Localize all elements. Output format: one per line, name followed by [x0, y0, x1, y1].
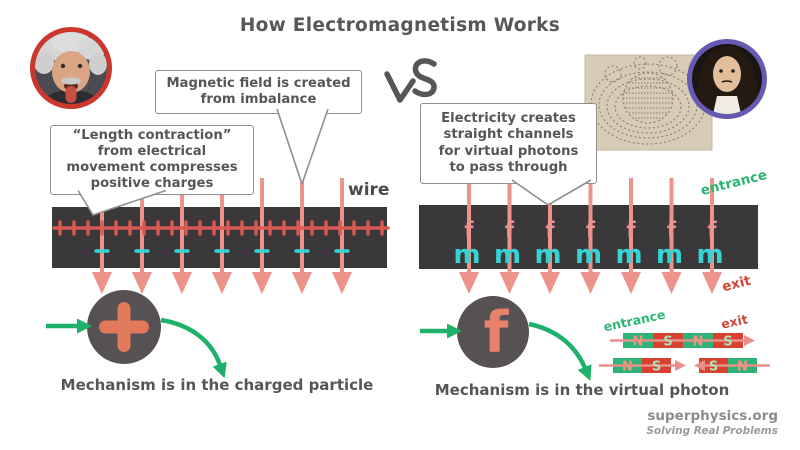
f-symbol: f [667, 218, 677, 242]
einstein-portrait [30, 27, 112, 109]
left-wire-bar [52, 207, 387, 268]
f-symbol: f [545, 218, 555, 242]
magnet-pole-label: S [652, 360, 661, 375]
magnet-pole-label: N [622, 360, 633, 375]
f-symbol: f [464, 218, 474, 242]
plus-charge [94, 220, 110, 236]
bubble-magnetic-field: Magnetic field is created from imbalance [155, 70, 362, 114]
descartes-portrait [687, 39, 767, 119]
m-symbol: m [494, 240, 521, 270]
plus-charge [248, 220, 264, 236]
f-symbol: f [626, 218, 636, 242]
plus-charge [206, 220, 222, 236]
bubble-straight-channels: Electricity creates straight channels fo… [420, 103, 597, 184]
magnet-pole-label: S [723, 335, 732, 350]
plus-charge [360, 220, 376, 236]
plus-charge [234, 220, 250, 236]
versus-mark [384, 58, 437, 103]
plus-charge [220, 220, 236, 236]
magnet-pole-label: N [633, 335, 644, 350]
plus-charge [346, 220, 362, 236]
f-symbol: f [505, 218, 515, 242]
plus-charge [108, 220, 124, 236]
plus-charge [66, 220, 82, 236]
m-symbol: m [534, 240, 561, 270]
plus-charge [150, 220, 166, 236]
bubble-length-contraction: “Length contraction” from electrical mov… [50, 125, 254, 195]
plus-charge [52, 220, 68, 236]
plus-charge [332, 220, 348, 236]
particle-exit-arrow [160, 317, 227, 379]
plus-charge [122, 220, 138, 236]
photon-f-symbol: f [484, 300, 510, 366]
m-symbol: m [656, 240, 683, 270]
plus-charge [178, 220, 194, 236]
plus-charge [164, 220, 180, 236]
charged-particle [46, 290, 227, 379]
plus-charge [374, 220, 390, 236]
magnet-pole-label: S [663, 335, 672, 350]
site-name: superphysics.org [647, 408, 778, 424]
magnet-pole-label: N [693, 335, 704, 350]
m-symbol: m [575, 240, 602, 270]
photon-exit-arrow [528, 321, 592, 381]
caption-charged-particle: Mechanism is in the charged particle [60, 376, 374, 394]
plus-charge [276, 220, 292, 236]
footer: superphysics.org Solving Real Problems [646, 408, 778, 437]
plus-charge [290, 220, 306, 236]
plus-charge [80, 220, 96, 236]
right-field-arrows [459, 178, 722, 294]
magnet-pole-label: S [709, 360, 718, 375]
plus-charge [262, 220, 278, 236]
f-symbol: f [586, 218, 596, 242]
m-symbol: m [615, 240, 642, 270]
site-tagline: Solving Real Problems [646, 425, 778, 437]
plus-charge [192, 220, 208, 236]
m-symbol: m [696, 240, 723, 270]
magnet-pole-label: N [737, 360, 748, 375]
virtual-photon: f [420, 296, 592, 381]
plus-charge [136, 220, 152, 236]
caption-virtual-photon: Mechanism is in the virtual photon [434, 381, 730, 399]
page-title: How Electromagnetism Works [239, 15, 561, 36]
m-symbol: m [453, 240, 480, 270]
f-symbol: f [707, 218, 717, 242]
wire-label: wire [348, 180, 390, 200]
left-positive-charges [52, 220, 390, 236]
plus-charge [304, 220, 320, 236]
plus-charge [318, 220, 334, 236]
